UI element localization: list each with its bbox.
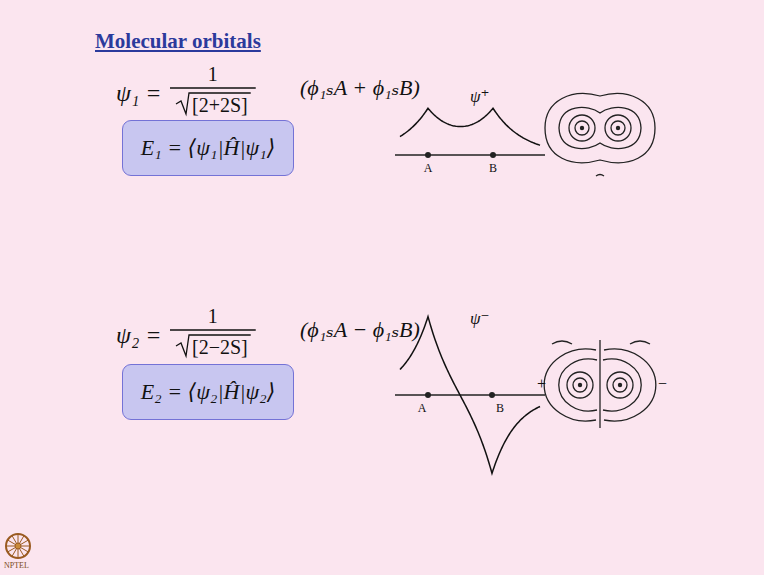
energy-expression: E₂ = ⟨ψ₂|Ĥ|ψ₂⟩	[141, 380, 276, 404]
logo	[6, 534, 30, 558]
logo-spoke	[6, 546, 15, 547]
logo-spoke	[8, 548, 16, 553]
sign-label: −	[658, 375, 667, 393]
logo-spoke	[18, 549, 19, 558]
nucleus-label: B	[489, 162, 497, 175]
nucleus-dot	[425, 392, 431, 398]
equation-lhs: ψ₂ =	[116, 322, 161, 348]
nucleus-dot	[490, 152, 496, 158]
radicand: [2−2S]	[192, 336, 248, 358]
wavefunction-curve	[400, 108, 540, 145]
energy-expression: E₁ = ⟨ψ₁|Ĥ|ψ₁⟩	[141, 136, 276, 160]
logo-spoke	[20, 549, 25, 557]
orbital-combination: (ϕ₁ₛA + ϕ₁ₛB)	[300, 76, 420, 100]
fraction-numerator: 1	[208, 305, 218, 327]
title: Molecular orbitals	[95, 30, 261, 53]
energy-box: E₂ = ⟨ψ₂|Ĥ|ψ₂⟩	[122, 364, 294, 420]
logo-spoke	[20, 536, 25, 544]
radicand: [2+2S]	[192, 94, 248, 116]
logo-spoke	[12, 536, 17, 544]
equation-lhs: ψ₁ =	[116, 80, 161, 106]
energy-box: E₁ = ⟨ψ₁|Ĥ|ψ₁⟩	[122, 120, 294, 176]
sign-label: +	[537, 375, 546, 393]
nucleus-label: B	[496, 402, 504, 415]
curve-label: ψ⁺	[470, 88, 490, 107]
orbital-combination: (ϕ₁ₛA − ϕ₁ₛB)	[300, 318, 420, 342]
curve-label: ψ⁻	[470, 310, 490, 329]
axis	[395, 394, 545, 395]
axis	[395, 154, 545, 155]
wavefunction-curve	[400, 317, 540, 474]
logo-spoke	[21, 540, 29, 545]
logo-spoke	[12, 549, 17, 557]
fraction-numerator: 1	[208, 63, 218, 85]
logo-text: NPTEL	[4, 562, 29, 571]
contour-plot	[545, 94, 655, 176]
nucleus-label: A	[418, 402, 427, 415]
logo-spoke	[21, 548, 29, 553]
nucleus-dot	[489, 392, 495, 398]
fraction-bar	[170, 87, 256, 88]
logo-spoke	[21, 546, 30, 547]
nucleus-label: A	[424, 162, 433, 175]
nucleus-dot	[425, 152, 431, 158]
logo-spoke	[18, 534, 19, 543]
logo-spoke	[8, 540, 16, 545]
contour-plot	[544, 340, 656, 428]
fraction-bar	[170, 329, 256, 330]
